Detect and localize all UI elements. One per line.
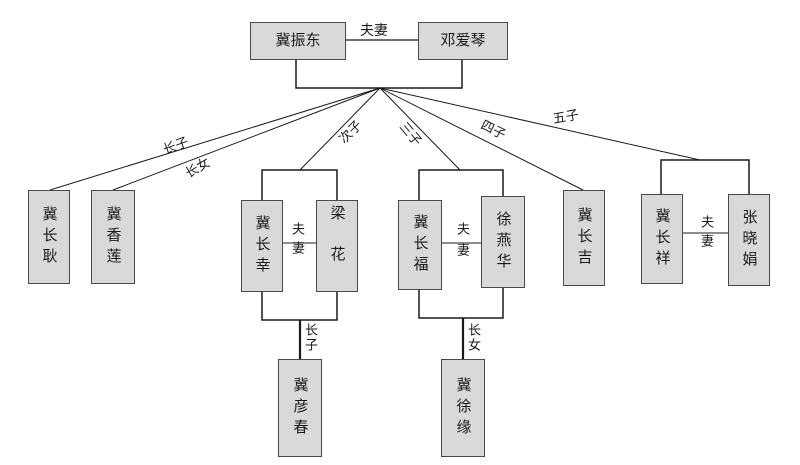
third-son-bottom-bracket [418,288,504,319]
node-eldest-son: 冀长耿 [28,190,70,284]
fifth-son-couple-label: 夫妻 [698,215,713,253]
third-son-couple-label: 夫妻 [454,222,469,264]
node-third-son: 冀长福 [398,200,442,290]
node-third-son-spouse-name: 徐燕华 [494,210,513,274]
branch-eldest-daughter [112,87,381,191]
second-son-couple-label: 夫妻 [289,222,304,260]
node-fourth-son-name: 冀长吉 [575,206,594,270]
node-father: 冀振东 [250,22,346,60]
node-eldest-son-name: 冀长耿 [40,205,59,269]
node-fifth-son-spouse: 张晓娟 [728,194,770,286]
node-third-son-child-name: 冀徐缘 [454,376,473,440]
node-eldest-daughter: 冀香莲 [91,190,135,284]
node-mother-name: 邓爱琴 [440,31,486,50]
node-fifth-son-spouse-name: 张晓娟 [740,208,759,272]
node-third-son-child: 冀徐缘 [441,359,485,457]
branch-eldest-son [49,87,381,191]
node-second-son-child: 冀彦春 [278,359,322,457]
third-son-top-bracket [418,169,504,200]
node-second-son-spouse: 梁花 [316,200,358,292]
branch-fifth-son [379,87,701,161]
branch-third-son [379,87,461,171]
node-eldest-daughter-name: 冀香莲 [104,205,123,269]
root-bracket [295,60,463,89]
node-second-son-spouse-name: 梁花 [328,205,347,287]
second-son-bottom-bracket [261,292,338,321]
fifth-son-top-bracket [660,159,750,194]
label-second-son-child: 长子 [302,323,317,353]
branch-second-son [299,87,381,171]
branch-fourth-son [379,87,584,191]
node-third-son-name: 冀长福 [411,213,430,277]
node-fifth-son-name: 冀长祥 [653,207,672,271]
node-father-name: 冀振东 [275,31,321,50]
root-couple-label: 夫妻 [360,23,388,39]
node-mother: 邓爱琴 [418,22,508,60]
second-son-top-bracket [261,169,338,200]
node-third-son-spouse: 徐燕华 [481,196,525,288]
node-second-son: 冀长幸 [241,200,283,292]
node-fourth-son: 冀长吉 [563,190,605,286]
node-fifth-son: 冀长祥 [641,194,683,284]
node-second-son-name: 冀长幸 [253,214,272,278]
node-second-son-child-name: 冀彦春 [291,376,310,440]
label-third-son-child: 长女 [465,323,480,353]
